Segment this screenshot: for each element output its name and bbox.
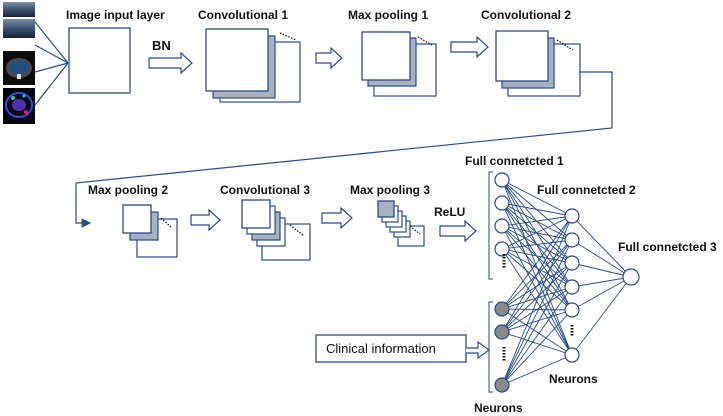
nn-connections <box>501 179 632 386</box>
nn-edge <box>571 276 632 311</box>
label-clinical-info: Clinical information <box>326 341 436 356</box>
fc2-neuron <box>564 302 580 318</box>
nn-edge <box>501 179 573 241</box>
nn-nodes <box>494 172 640 393</box>
input-layer-square <box>68 27 131 94</box>
fc2-neuron <box>564 255 580 271</box>
row-connector <box>75 71 613 228</box>
nn-edge <box>501 215 573 310</box>
arrow-clinical <box>466 340 491 360</box>
label-fc1: Full connetcted 1 <box>465 154 564 168</box>
conv3-stack <box>241 199 311 261</box>
label-neurons-clinical: Neurons <box>474 401 523 415</box>
label-neurons-fc2: Neurons <box>549 372 598 386</box>
nn-edge <box>501 202 573 241</box>
pool1-stack <box>361 31 437 97</box>
input-connectors <box>34 21 69 106</box>
fc1-ellipsis <box>502 254 506 268</box>
clinical-neuron <box>494 301 510 317</box>
nn-edge <box>501 262 573 386</box>
nn-edge <box>501 225 573 241</box>
fc3-neuron <box>622 268 640 286</box>
nn-edge <box>501 309 573 386</box>
clinical-info-box <box>315 334 467 363</box>
fc1-neuron <box>494 218 510 234</box>
nn-edge <box>571 262 632 278</box>
input-images <box>3 2 35 124</box>
label-pool3: Max pooling 3 <box>350 183 430 197</box>
nn-edge <box>501 331 573 356</box>
nn-edge <box>501 215 573 333</box>
arrow-relu <box>439 219 477 243</box>
arrow-conv3-pool3 <box>321 206 353 230</box>
label-fc3: Full connetcted 3 <box>618 240 717 254</box>
pool3-stack <box>377 200 425 247</box>
clinical-neuron <box>494 377 510 393</box>
ultrasound-image-2 <box>3 19 35 38</box>
nn-edge <box>571 239 632 278</box>
nn-edge <box>571 215 632 278</box>
nn-edge <box>501 225 573 288</box>
nn-edge <box>501 286 573 333</box>
fc1-brackets <box>488 171 493 393</box>
fc2-ellipsis <box>570 325 574 336</box>
label-pool2: Max pooling 2 <box>88 183 168 197</box>
doppler-image <box>3 88 35 124</box>
label-bn: BN <box>152 38 171 53</box>
arrow-pool2-conv3 <box>190 208 221 232</box>
nn-edge <box>501 262 573 333</box>
nn-edge <box>501 248 573 356</box>
nn-edge <box>501 179 573 217</box>
label-fc2: Full connetcted 2 <box>537 183 636 197</box>
clinical-ellipsis <box>502 347 506 361</box>
nn-edge <box>501 215 573 386</box>
ct-image <box>3 51 35 85</box>
arrow-pool1-conv2 <box>450 35 489 59</box>
nn-edge <box>571 276 632 288</box>
label-conv3: Convolutional 3 <box>220 183 310 197</box>
nn-edge <box>501 286 573 386</box>
label-relu: ReLU <box>434 205 465 219</box>
fc1-neuron <box>494 241 510 257</box>
fc2-neuron <box>564 279 580 295</box>
ultrasound-image-1 <box>3 2 35 17</box>
fc2-neuron <box>564 232 580 248</box>
nn-edge <box>501 248 573 264</box>
nn-edge <box>501 309 573 333</box>
conv1-stack <box>205 28 301 103</box>
nn-edge <box>501 248 573 288</box>
fc1-neuron <box>494 172 510 188</box>
nn-edge <box>571 276 632 356</box>
nn-edge <box>501 239 573 250</box>
fc1-neuron <box>494 195 510 211</box>
label-pool1: Max pooling 1 <box>348 8 428 22</box>
nn-edge <box>501 239 573 386</box>
arrow-conv1-pool1 <box>315 46 343 70</box>
fc2-neuron <box>564 208 580 224</box>
nn-edge <box>501 202 573 217</box>
label-image-input-layer: Image input layer <box>66 8 165 22</box>
nn-edge <box>501 215 573 250</box>
nn-edge <box>501 239 573 333</box>
nn-edge <box>501 248 573 311</box>
label-conv2: Convolutional 2 <box>481 8 571 22</box>
clinical-neuron <box>494 324 510 340</box>
conv2-stack <box>495 30 581 97</box>
arrow-bn <box>148 51 193 75</box>
label-conv1: Convolutional 1 <box>198 8 288 22</box>
fc2-neuron <box>564 347 580 363</box>
pool2-stack <box>122 204 178 258</box>
nn-edge <box>501 354 573 386</box>
nn-edge <box>501 215 573 227</box>
